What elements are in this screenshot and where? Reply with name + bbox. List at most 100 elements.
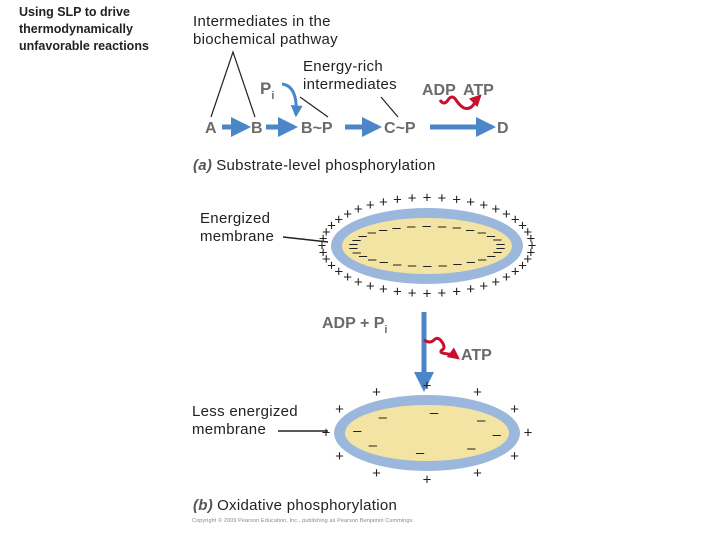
molecule-d: D <box>497 120 509 137</box>
plus-charge: + <box>334 264 343 281</box>
plus-charge: + <box>438 190 447 207</box>
minus-charge: – <box>349 240 358 257</box>
energized-charges: ++++++++++++++++++++++++++++++++++++++++… <box>318 190 537 303</box>
energized-line2: membrane <box>200 228 275 245</box>
plus-charge: + <box>372 384 381 401</box>
plus-charge: + <box>473 384 482 401</box>
minus-charge: – <box>359 228 368 245</box>
energy-rich-line1: Energy-rich <box>303 58 383 75</box>
minus-charge: – <box>392 219 401 236</box>
minus-charge: – <box>496 240 505 257</box>
energized-membrane-label: Energized membrane <box>200 210 274 246</box>
minus-charge: – <box>368 224 377 241</box>
plus-charge: + <box>423 286 432 303</box>
plus-charge: + <box>452 191 461 208</box>
intermediates-heading-line1: Intermediates in the <box>193 13 331 30</box>
plus-charge: + <box>343 269 352 286</box>
plus-charge: + <box>322 251 331 268</box>
less-energized-line2: membrane <box>192 421 267 438</box>
minus-charge: – <box>353 244 362 261</box>
caption-b-tag: (b) <box>193 497 214 514</box>
plus-charge: + <box>423 378 432 395</box>
plus-charge: + <box>319 231 328 248</box>
plus-charge: + <box>423 190 432 207</box>
minus-charge: – <box>430 405 439 422</box>
minus-charge: – <box>477 412 486 429</box>
minus-charge: – <box>353 423 362 440</box>
caption-a-tag: (a) <box>193 157 213 174</box>
energy-rich-line2: intermediates <box>303 76 397 93</box>
intermediates-heading-line2: biochemical pathway <box>193 31 338 48</box>
minus-charge: – <box>368 251 377 268</box>
minus-charge: – <box>416 444 425 461</box>
plus-charge: + <box>393 191 402 208</box>
plus-charge: + <box>511 264 520 281</box>
minus-charge: – <box>359 248 368 265</box>
intermediates-heading: Intermediates in the biochemical pathway <box>193 13 338 49</box>
minus-charge: – <box>380 254 389 271</box>
plus-charge: + <box>491 274 500 291</box>
energized-line1: Energized <box>200 210 271 227</box>
plus-charge: + <box>335 401 344 418</box>
less-energized-cell <box>334 395 520 471</box>
plus-charge: + <box>527 244 536 261</box>
plus-charge: + <box>452 284 461 301</box>
adp-pi-label-b: ADP + Pi <box>322 315 387 336</box>
minus-charge: – <box>393 256 402 273</box>
plus-charge: + <box>523 251 532 268</box>
molecule-c-p: C~P <box>384 120 416 137</box>
pointer-line-cp <box>380 96 399 118</box>
minus-charge: – <box>487 247 496 264</box>
plus-charge: + <box>366 278 375 295</box>
plus-charge: + <box>322 425 331 442</box>
red-squiggle-a <box>438 94 482 110</box>
energy-rich-label: Energy-rich intermediates <box>303 58 397 94</box>
copyright-notice: Copyright © 2009 Pearson Education, Inc.… <box>192 518 414 524</box>
plus-charge: + <box>335 448 344 465</box>
less-energized-cell-interior <box>345 405 509 461</box>
caption-b-text: Oxidative phosphorylation <box>217 497 398 514</box>
plus-charge: + <box>466 281 475 298</box>
plus-charge: + <box>518 218 527 235</box>
plus-charge: + <box>511 212 520 229</box>
minus-charge: – <box>439 257 448 274</box>
red-squiggle-b <box>423 336 460 360</box>
plus-charge: + <box>502 206 511 223</box>
pointer-line-left <box>210 50 256 118</box>
plus-charge: + <box>372 465 381 482</box>
less-energized-line1: Less energized <box>192 403 298 420</box>
atp-label-b: ATP <box>461 347 492 364</box>
less-energized-charges: ++++++++++++–––––––– <box>322 378 533 489</box>
plus-charge: + <box>319 244 328 261</box>
plus-charge: + <box>423 472 432 489</box>
adp-label-a: ADP <box>422 82 456 99</box>
heading-pointer-lines <box>210 50 399 118</box>
minus-charge: – <box>493 231 502 248</box>
minus-charge: – <box>453 219 462 236</box>
minus-charge: – <box>467 440 476 457</box>
plus-charge: + <box>523 224 532 241</box>
minus-charge: – <box>466 221 475 238</box>
minus-charge: – <box>423 258 432 275</box>
plus-charge: + <box>408 190 417 207</box>
plus-charge: + <box>379 281 388 298</box>
pi-arrow <box>281 82 303 118</box>
plus-charge: + <box>366 197 375 214</box>
molecule-a: A <box>205 120 217 137</box>
plus-charge: + <box>343 206 352 223</box>
minus-charge: – <box>438 218 447 235</box>
minus-charge: – <box>408 257 417 274</box>
plus-charge: + <box>479 197 488 214</box>
energized-cell-interior <box>342 218 512 274</box>
minus-charge: – <box>423 218 432 235</box>
plus-charge: + <box>334 212 343 229</box>
plus-charge: + <box>502 269 511 286</box>
plus-charge: + <box>527 231 536 248</box>
pi-label: Pi <box>260 79 274 102</box>
plus-charge: + <box>510 401 519 418</box>
plus-charge: + <box>479 278 488 295</box>
minus-charge: – <box>478 224 487 241</box>
plus-charge: + <box>518 257 527 274</box>
minus-charge: – <box>352 231 361 248</box>
plus-charge: + <box>327 257 336 274</box>
